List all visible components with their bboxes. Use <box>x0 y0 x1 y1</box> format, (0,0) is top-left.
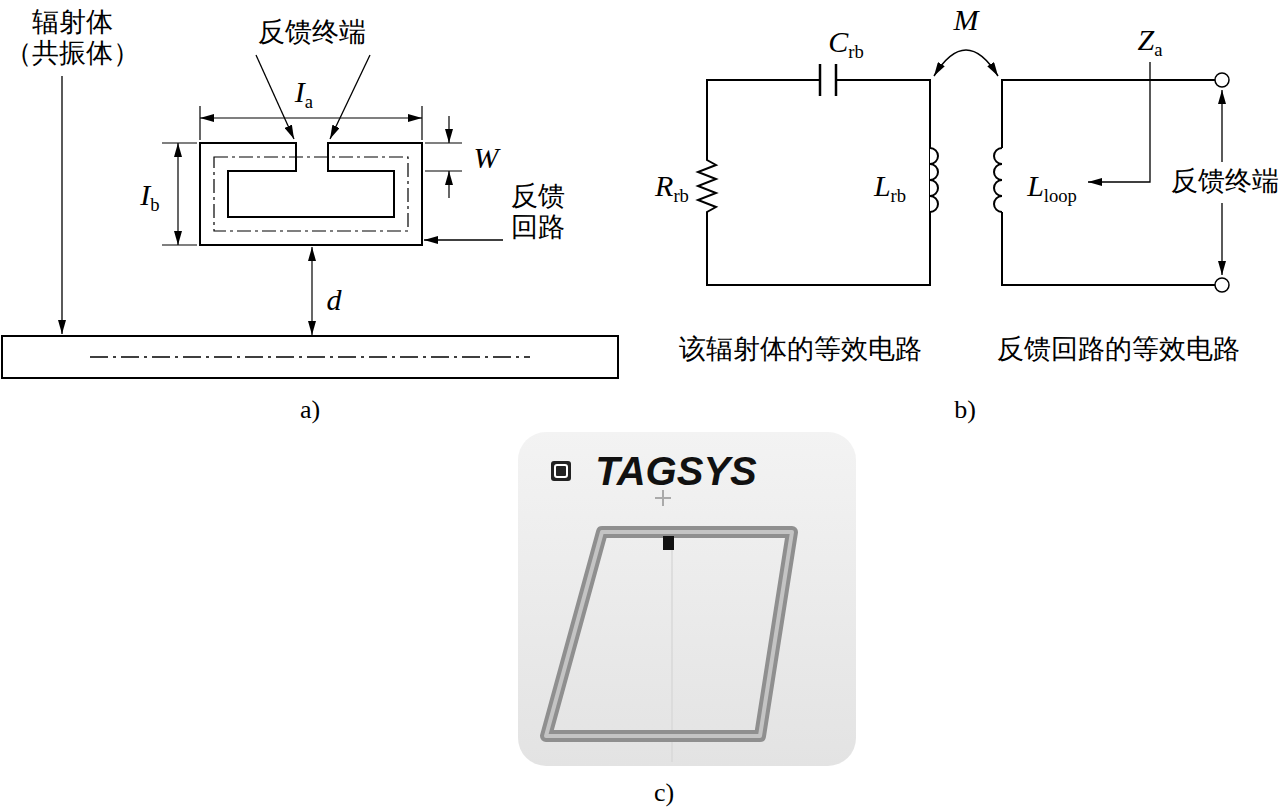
leader-line <box>61 76 62 334</box>
component-label: Lrb <box>874 169 906 204</box>
component-label: Rrb <box>655 169 689 204</box>
panel-label: c) <box>654 778 674 808</box>
extension-line <box>162 244 197 245</box>
inductor-symbol <box>930 148 938 212</box>
feed-loop <box>200 143 422 245</box>
dimension-line <box>200 117 422 118</box>
capacitor-symbol <box>835 64 838 96</box>
logo-mark <box>551 461 571 481</box>
caption-text: 该辐射体的等效电路 <box>679 334 922 365</box>
symbol-subscript: a <box>305 91 313 112</box>
fold-line <box>671 540 673 762</box>
caption-text: 反馈回路的等效电路 <box>997 334 1240 365</box>
component-label: M <box>954 3 979 38</box>
component-label: Lloop <box>1027 169 1077 204</box>
panel-label: b) <box>954 395 976 425</box>
dimension-label: Ib <box>140 178 159 213</box>
tag-photo <box>518 432 856 766</box>
terminal-label: 反馈终端 <box>258 17 366 48</box>
leader-line <box>424 239 503 240</box>
dimension-label: W <box>474 141 499 176</box>
symbol-subscript: b <box>150 194 159 215</box>
leader-line <box>1221 203 1222 275</box>
part-name: 反馈 回路 <box>508 181 568 243</box>
dimension-line <box>177 143 178 245</box>
terminal-symbol <box>1215 73 1229 87</box>
symbol-letter: R <box>655 169 673 202</box>
symbol-letter: I <box>140 178 150 211</box>
cross-mark <box>655 497 671 499</box>
symbol-subscript: rb <box>673 185 689 206</box>
leader-line <box>330 55 370 139</box>
radiator-bar <box>2 336 618 378</box>
circuit-wire <box>698 80 930 285</box>
coupling-arrow <box>934 50 998 76</box>
extension-line <box>425 142 462 143</box>
symbol-subscript: a <box>1154 39 1162 60</box>
extension-line <box>162 142 197 143</box>
chip <box>663 536 674 550</box>
symbol-subscript: rb <box>891 185 907 206</box>
symbol-letter: I <box>295 75 305 108</box>
dimension-line <box>311 247 312 335</box>
leader-line <box>1088 62 1150 182</box>
extension-line <box>199 106 200 140</box>
inductor-symbol <box>994 148 1002 212</box>
antenna-loop <box>546 532 792 736</box>
dimension-label: Ia <box>295 75 313 110</box>
brand-text: TAGSYS <box>595 448 757 494</box>
extension-line <box>421 106 422 140</box>
center-line <box>214 157 408 231</box>
panel-label: a) <box>300 395 320 425</box>
leader-line <box>256 55 294 139</box>
terminal-label: 反馈终端 <box>1171 166 1279 197</box>
symbol-subscript: rb <box>848 41 864 62</box>
part-name: 辐射体 （共振体） <box>0 7 145 69</box>
center-line <box>90 356 530 358</box>
dimension-line <box>448 171 449 198</box>
extension-line <box>425 170 462 171</box>
symbol-letter: Z <box>1138 23 1155 56</box>
impedance-label: Za <box>1138 23 1163 58</box>
symbol-letter: L <box>1027 169 1044 202</box>
antenna-loop <box>546 532 792 736</box>
logo-mark <box>555 465 567 477</box>
component-label: Crb <box>828 25 864 60</box>
dimension-label: d <box>327 283 342 318</box>
symbol-subscript: loop <box>1044 185 1077 206</box>
leader-line <box>1221 90 1222 162</box>
symbol-letter: L <box>874 169 891 202</box>
dimension-line <box>448 116 449 143</box>
symbol-letter: C <box>828 25 848 58</box>
terminal-symbol <box>1215 278 1229 292</box>
capacitor-symbol <box>819 64 822 96</box>
